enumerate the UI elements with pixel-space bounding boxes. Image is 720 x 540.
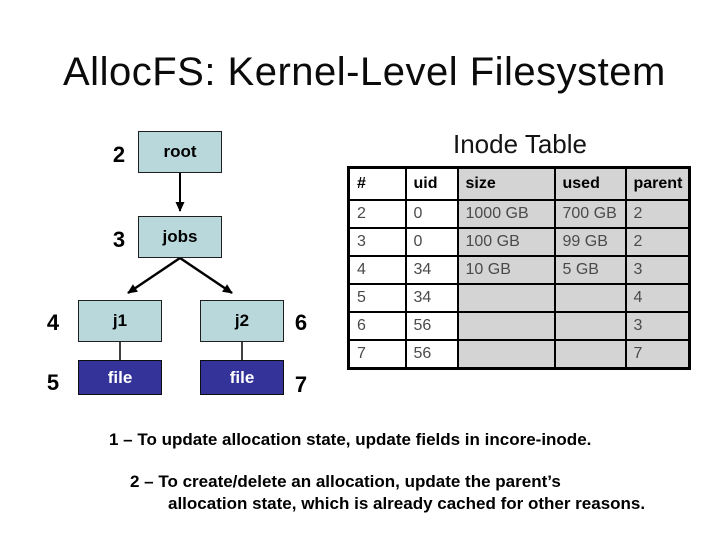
tree-node-file2: file: [200, 360, 284, 395]
cell-uid: 34: [404, 283, 459, 313]
node-number-j2: 6: [294, 310, 308, 335]
cell-used: 700 GB: [553, 199, 627, 229]
col-header-num: #: [347, 166, 407, 201]
tree-node-jobs-label: jobs: [162, 227, 198, 246]
table-row-inode-7: 7 56 7: [347, 339, 691, 370]
slide-title: AllocFS: Kernel-Level Filesystem: [63, 50, 666, 94]
inode-table-header-row: # uid size used parent: [347, 166, 691, 201]
cell-parent: 4: [624, 283, 691, 313]
cell-used: 99 GB: [553, 227, 627, 257]
cell-parent: 2: [624, 199, 691, 229]
cell-uid: 56: [404, 311, 459, 341]
footnote-1: 1 – To update allocation state, update f…: [109, 430, 592, 449]
col-header-uid: uid: [404, 166, 459, 201]
cell-size: 100 GB: [456, 227, 556, 257]
cell-parent: 3: [624, 311, 691, 341]
node-number-file1: 5: [46, 370, 60, 395]
cell-used: [553, 311, 627, 341]
tree-node-jobs: jobs: [138, 216, 222, 258]
cell-num: 2: [347, 199, 407, 229]
col-header-used: used: [553, 166, 627, 201]
cell-uid: 0: [404, 227, 459, 257]
node-number-j1: 4: [46, 310, 60, 335]
cell-uid: 34: [404, 255, 459, 285]
tree-node-file1: file: [78, 360, 162, 395]
node-number-root: 2: [112, 142, 126, 167]
cell-parent: 7: [624, 339, 691, 370]
cell-parent: 3: [624, 255, 691, 285]
cell-used: 5 GB: [553, 255, 627, 285]
cell-num: 6: [347, 311, 407, 341]
table-row-inode-2: 2 0 1000 GB 700 GB 2: [347, 199, 691, 229]
table-row-inode-6: 6 56 3: [347, 311, 691, 341]
arrow-jobs-to-j1: [127, 256, 181, 295]
tree-node-root: root: [138, 131, 222, 173]
cell-num: 7: [347, 339, 407, 370]
table-row-inode-5: 5 34 4: [347, 283, 691, 313]
cell-parent: 2: [624, 227, 691, 257]
tree-node-j1-label: j1: [112, 311, 128, 330]
tree-node-file1-label: file: [107, 367, 133, 387]
cell-used: [553, 339, 627, 370]
cell-uid: 0: [404, 199, 459, 229]
inode-table-heading: Inode Table: [453, 129, 587, 159]
table-row-inode-3: 3 0 100 GB 99 GB 2: [347, 227, 691, 257]
col-header-parent: parent: [624, 166, 691, 201]
cell-num: 5: [347, 283, 407, 313]
cell-size: [456, 339, 556, 370]
tree-node-file2-label: file: [229, 367, 255, 387]
footnote-2-line-1: 2 – To create/delete an allocation, upda…: [130, 472, 561, 491]
cell-size: [456, 283, 556, 313]
cell-num: 3: [347, 227, 407, 257]
cell-size: 10 GB: [456, 255, 556, 285]
node-number-file2: 7: [294, 372, 308, 397]
cell-size: 1000 GB: [456, 199, 556, 229]
tree-node-root-label: root: [163, 142, 197, 161]
cell-uid: 56: [404, 339, 459, 370]
tree-node-j1: j1: [78, 300, 162, 342]
cell-used: [553, 283, 627, 313]
tree-node-j2-label: j2: [234, 311, 250, 330]
inode-table: # uid size used parent 2 0 1000 GB 700 G…: [347, 166, 691, 370]
table-row-inode-4: 4 34 10 GB 5 GB 3: [347, 255, 691, 285]
tree-node-j2: j2: [200, 300, 284, 342]
col-header-size: size: [456, 166, 556, 201]
cell-num: 4: [347, 255, 407, 285]
node-number-jobs: 3: [112, 227, 126, 252]
cell-size: [456, 311, 556, 341]
arrow-jobs-to-j2: [179, 256, 233, 295]
footnote-2-line-2: allocation state, which is already cache…: [168, 494, 646, 513]
